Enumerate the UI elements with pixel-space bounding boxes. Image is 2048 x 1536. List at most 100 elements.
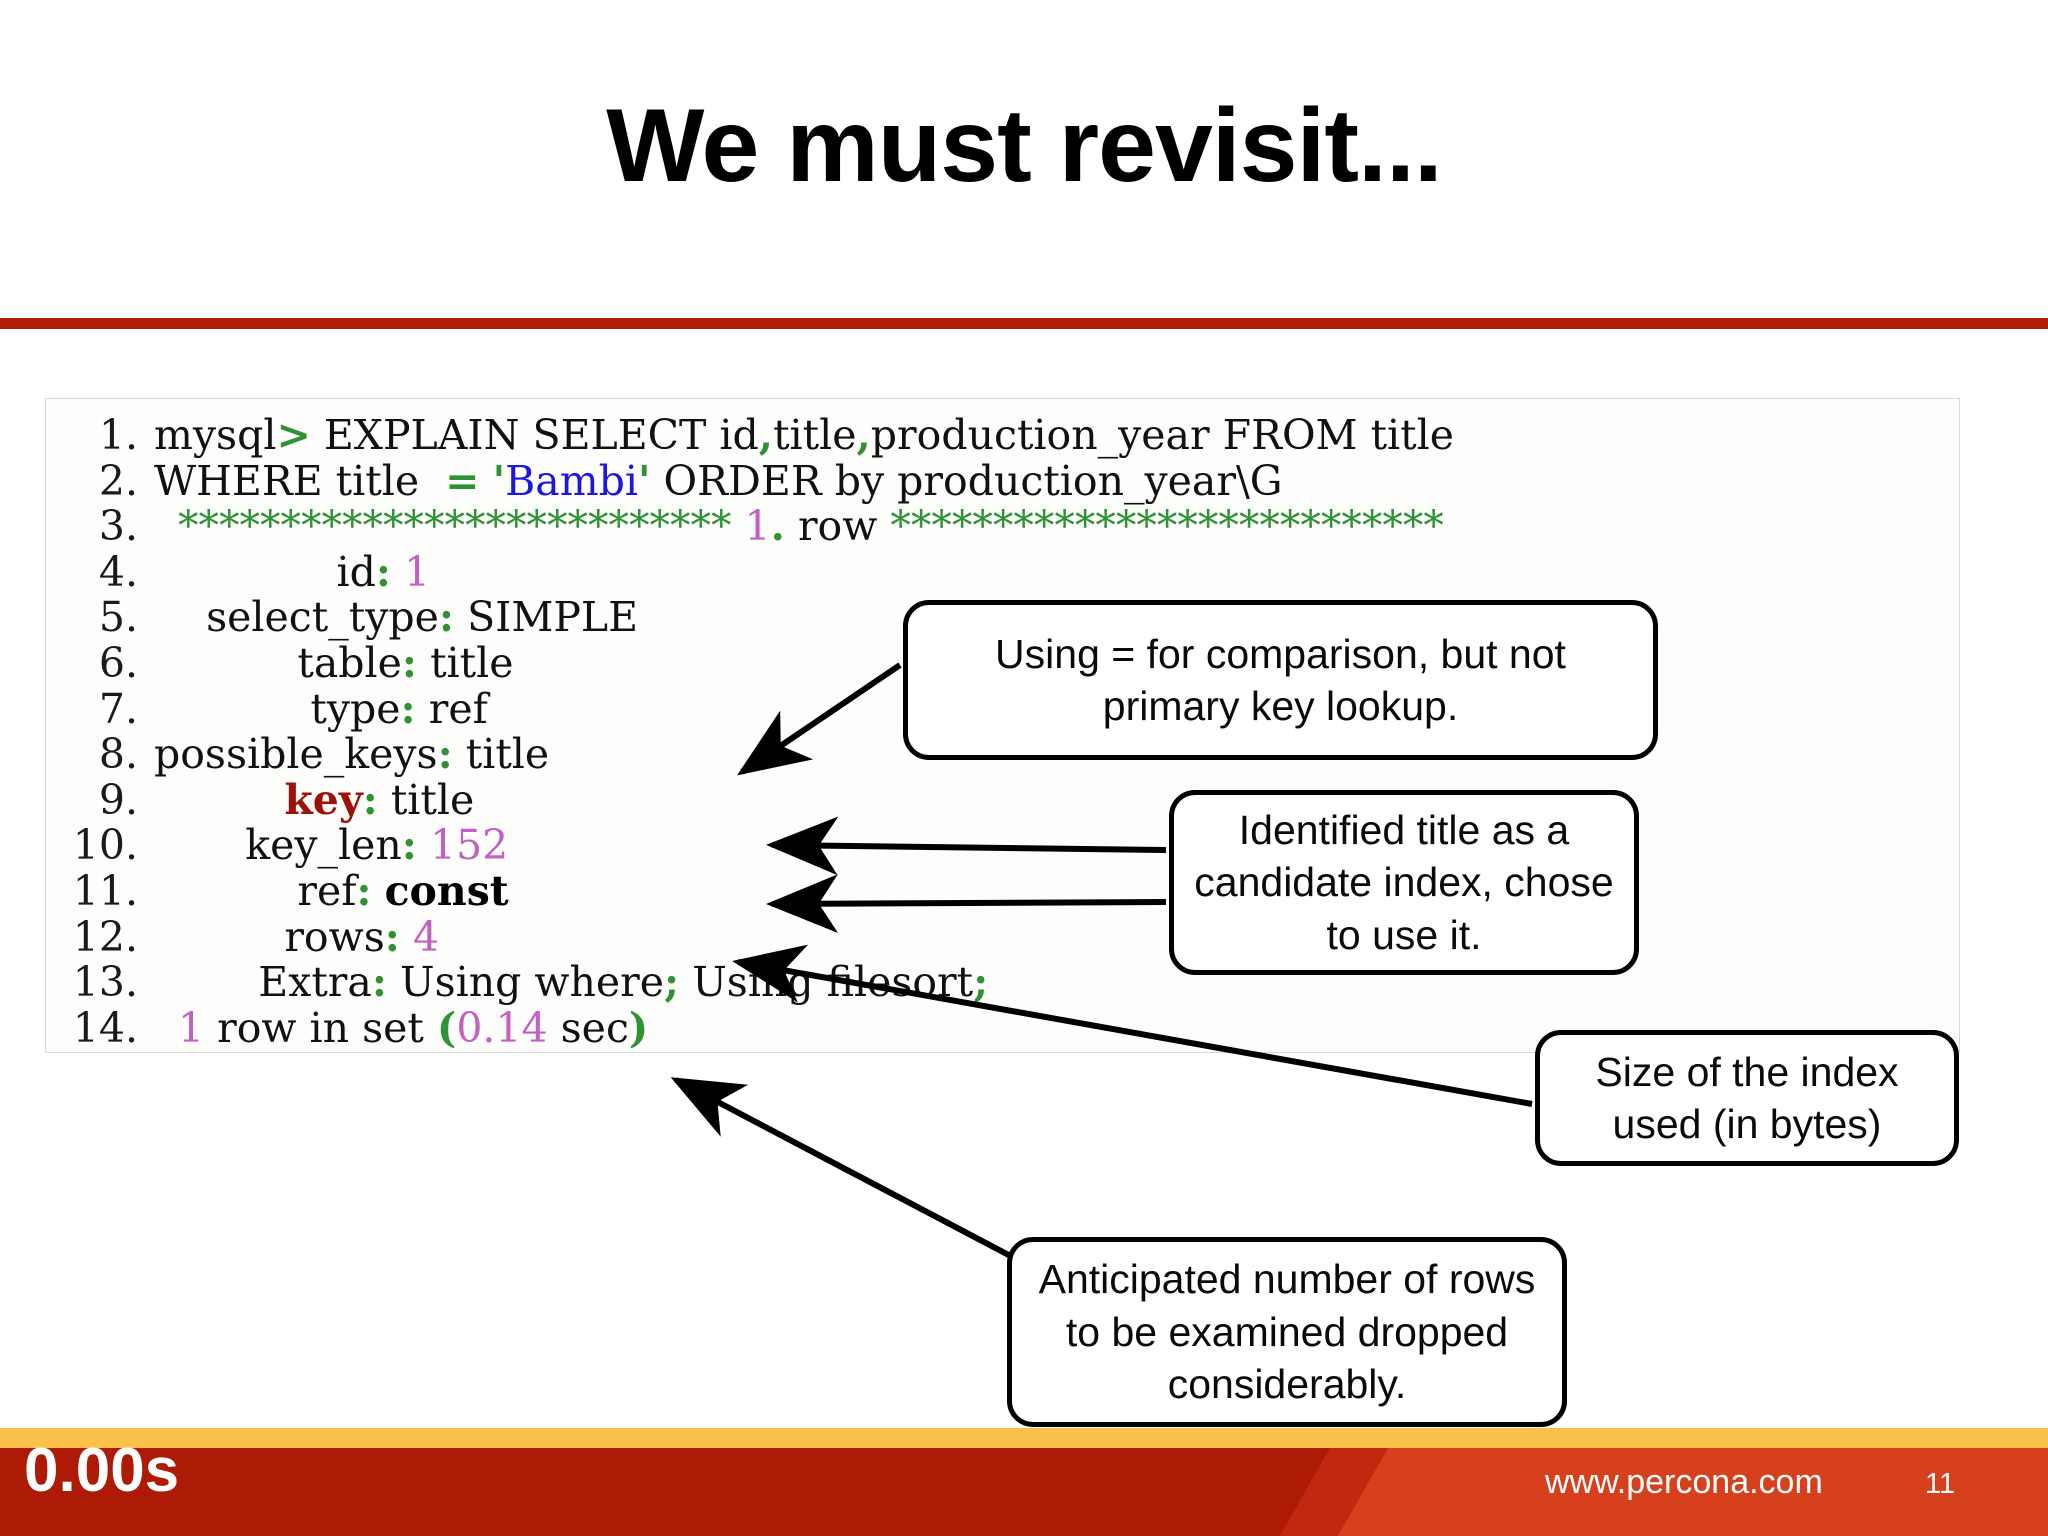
code-token: : — [384, 912, 400, 961]
timer-label: 0.00s — [24, 1436, 180, 1505]
code-token: title — [377, 775, 475, 824]
line-number: 2. — [98, 456, 138, 505]
code-token: row in set — [204, 1003, 437, 1052]
code-token: const — [384, 867, 509, 915]
code-token: : — [371, 958, 387, 1007]
code-token: title — [452, 730, 550, 779]
code-line: 14. 1 row in set (0.14 sec) — [46, 1003, 649, 1052]
code-token: EXPLAIN SELECT id — [310, 411, 759, 459]
code-token: ref — [415, 684, 488, 733]
line-number: 12. — [72, 912, 138, 961]
code-token: ref — [154, 867, 357, 915]
code-token: key — [284, 775, 363, 824]
line-number: 3. — [98, 502, 138, 551]
code-line: 8. possible_keys: title — [46, 732, 549, 776]
line-number: 1. — [98, 411, 138, 459]
code-token: title — [773, 411, 857, 459]
code-token: mysql — [154, 411, 277, 459]
page-number: 11 — [1925, 1468, 1956, 1500]
code-token: : — [356, 867, 372, 915]
code-line: 1.mysql> EXPLAIN SELECT id,title,product… — [46, 413, 1454, 457]
code-token: ) — [628, 1003, 649, 1052]
code-token: title — [417, 639, 514, 687]
line-number: 8. — [98, 730, 138, 779]
code-token: : — [375, 547, 391, 596]
code-token: row — [784, 502, 891, 551]
title-divider — [0, 318, 2048, 329]
code-token: , — [856, 411, 871, 459]
code-token: WHERE title — [154, 456, 446, 505]
code-token: : — [401, 639, 418, 687]
code-token: = — [445, 456, 480, 505]
code-token: 0.14 — [456, 1003, 548, 1052]
code-line: 13. Extra: Using where; Using filesort; — [46, 958, 989, 1007]
code-line: 5. select_type: SIMPLE — [46, 595, 638, 639]
footer-dark-wedge — [0, 1448, 1330, 1536]
code-token: , — [758, 411, 774, 459]
code-token — [154, 776, 284, 824]
code-token: *************************** — [890, 502, 1444, 551]
code-token: SIMPLE — [454, 593, 639, 642]
code-token: *************************** — [178, 502, 745, 551]
line-number: 11. — [72, 867, 138, 915]
callout-index-size: Size of the index used (in bytes) — [1535, 1030, 1959, 1166]
code-token — [400, 913, 413, 961]
line-number: 4. — [98, 547, 138, 596]
code-token: 1 — [744, 502, 771, 551]
code-token: table — [154, 639, 402, 687]
line-number: 9. — [98, 775, 138, 824]
code-token: : — [438, 593, 455, 642]
code-token: ' — [637, 456, 651, 505]
footer-url: www.percona.com — [1545, 1463, 1823, 1501]
line-number: 7. — [98, 684, 138, 733]
code-token: : — [400, 684, 416, 733]
line-number: 6. — [98, 639, 138, 687]
line-number: 14. — [72, 1003, 138, 1052]
arrow-to-rows — [670, 1077, 1024, 1265]
code-token: select_type — [154, 593, 439, 642]
code-token: key_len — [154, 821, 402, 870]
code-token: sec — [547, 1003, 629, 1052]
code-token: Using where — [386, 958, 665, 1007]
code-token: Extra — [154, 958, 372, 1007]
code-token: 1 — [404, 547, 431, 596]
code-token: ( — [436, 1003, 457, 1052]
page-title: We must revisit... — [606, 88, 1442, 204]
code-token — [372, 867, 385, 915]
code-line: 2. WHERE title = 'Bambi' ORDER by product… — [46, 459, 1283, 503]
code-token: : — [362, 775, 378, 824]
footer-bar — [0, 1448, 2048, 1536]
line-number: 13. — [72, 958, 138, 1007]
code-token: 1 — [178, 1003, 205, 1052]
code-token: ' — [492, 456, 506, 505]
footer-gold-stripe — [0, 1428, 2048, 1448]
callout-rows-examined: Anticipated number of rows to be examine… — [1007, 1237, 1567, 1427]
code-token: : — [437, 730, 453, 779]
code-token: Bambi — [505, 456, 638, 505]
code-token: . — [770, 502, 785, 551]
code-token: id — [154, 547, 376, 596]
callout-comparison: Using = for comparison, but not primary … — [903, 600, 1658, 760]
code-line: 3. *************************** 1. row ***… — [46, 504, 1444, 548]
code-token — [480, 457, 493, 505]
code-token: ; — [973, 958, 989, 1007]
code-token: ORDER by production_year\G — [650, 456, 1283, 505]
code-token: 4 — [412, 912, 440, 961]
code-token: : — [401, 821, 417, 870]
callout-candidate-index: Identified title as a candidate index, c… — [1169, 790, 1639, 975]
code-token: possible_keys — [154, 730, 438, 779]
code-line: 7. type: ref — [46, 687, 488, 731]
code-line: 11. ref: const — [46, 869, 509, 913]
code-token: ; — [664, 958, 680, 1007]
code-token — [417, 821, 430, 869]
line-number: 5. — [98, 593, 138, 642]
code-token: rows — [154, 912, 385, 961]
code-token: 152 — [429, 821, 509, 870]
code-token: > — [276, 411, 311, 459]
code-line: 10. key_len: 152 — [46, 823, 508, 867]
code-token: production_year FROM title — [870, 411, 1455, 459]
code-token — [391, 548, 404, 596]
slide-footer — [0, 1428, 2048, 1536]
code-line: 4. id: 1 — [46, 550, 430, 594]
code-line: 12. rows: 4 — [46, 915, 439, 959]
